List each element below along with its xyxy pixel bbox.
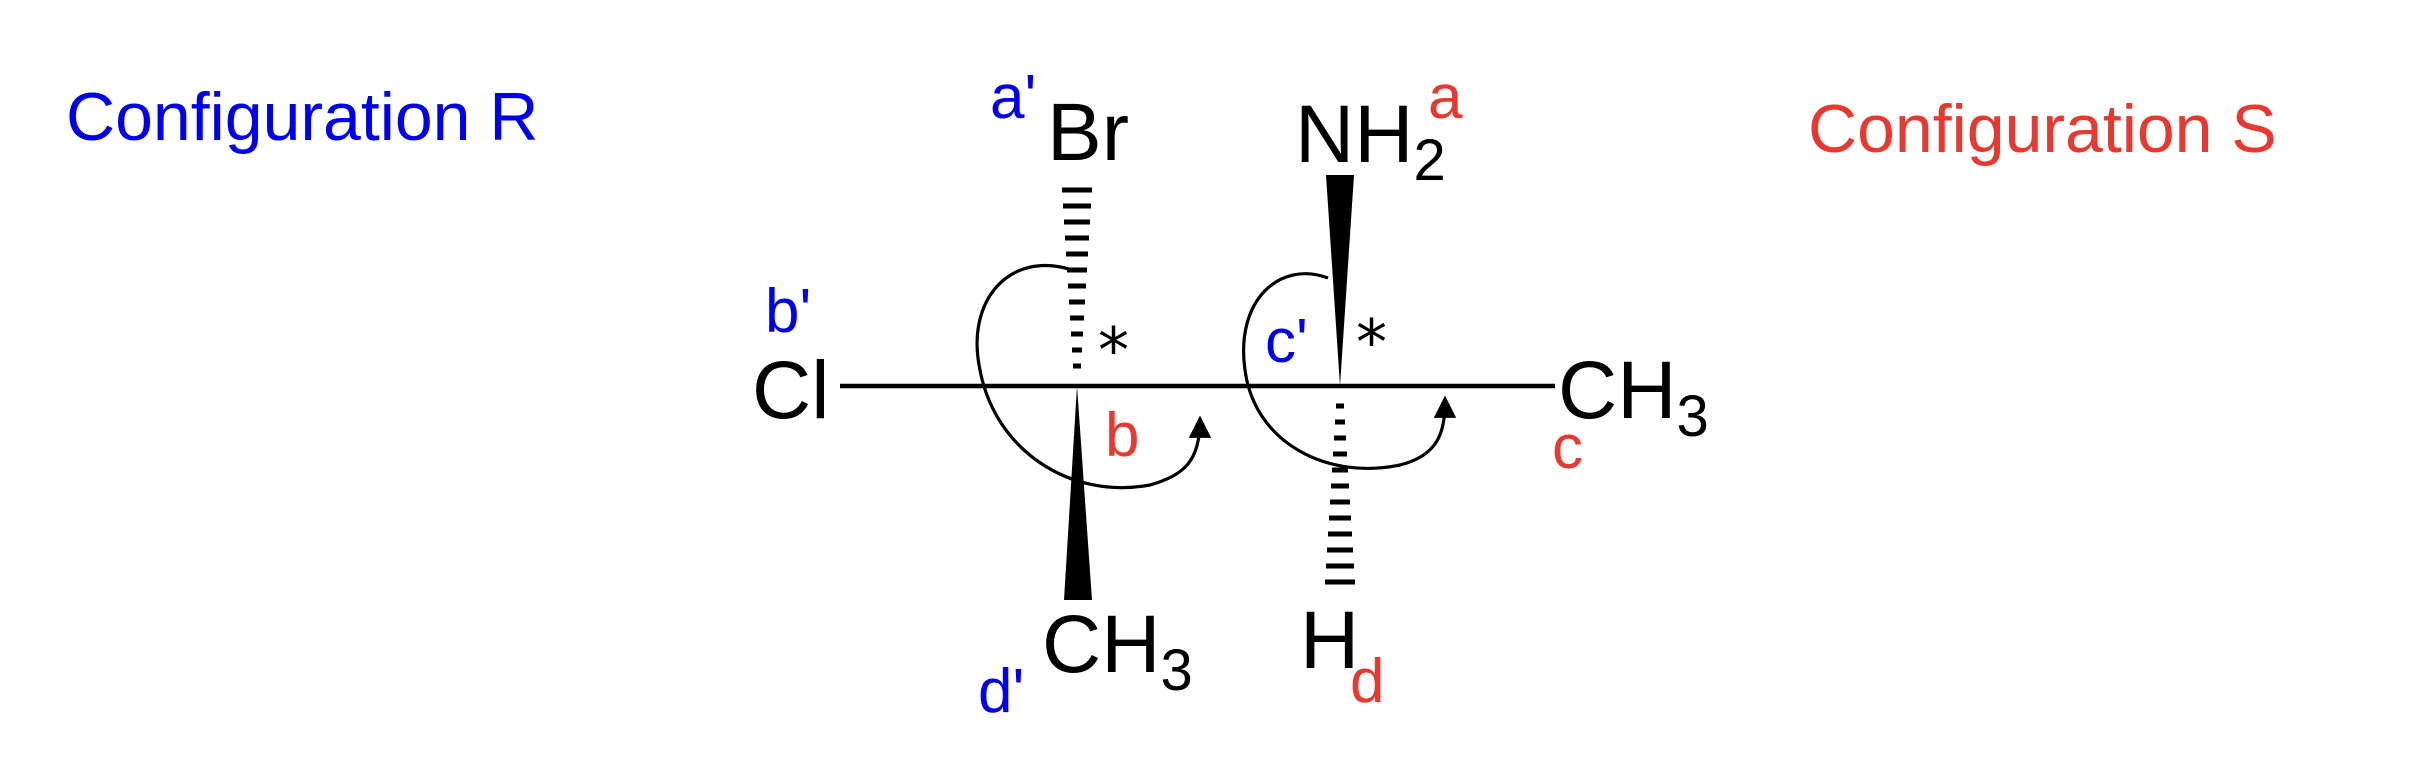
priority-label-b-prime: b' [765, 277, 811, 346]
rotation-arrow-right [1242, 272, 1457, 470]
priority-label-c: c [1552, 413, 1583, 482]
configuration-s-title: Configuration S [1808, 91, 2277, 167]
priority-label-b: b [1105, 401, 1139, 470]
rotation-arrow-left [975, 264, 1212, 490]
atom-ch3-left: CH3 [1042, 599, 1193, 703]
priority-label-a-prime: a' [990, 63, 1036, 132]
atom-cl: Cl [752, 345, 829, 436]
atom-nh2: NH2 [1295, 89, 1446, 193]
atom-h: H [1300, 595, 1359, 686]
wedge-bond-ch3 [1064, 386, 1092, 600]
priority-label-a: a [1428, 63, 1463, 132]
wedge-bond-nh2 [1326, 175, 1354, 386]
atom-ch3-right: CH3 [1558, 345, 1709, 449]
hashed-bond-h [1325, 403, 1355, 585]
atom-br: Br [1047, 87, 1129, 178]
stereocenter-mark-left: * [1098, 314, 1129, 387]
priority-label-d-prime: d' [978, 657, 1024, 726]
stereocenter-mark-right: * [1356, 306, 1387, 379]
priority-label-d: d [1350, 647, 1384, 716]
priority-label-c-prime: c' [1265, 307, 1308, 376]
hashed-bond-br [1062, 187, 1092, 369]
configuration-r-title: Configuration R [66, 79, 538, 155]
